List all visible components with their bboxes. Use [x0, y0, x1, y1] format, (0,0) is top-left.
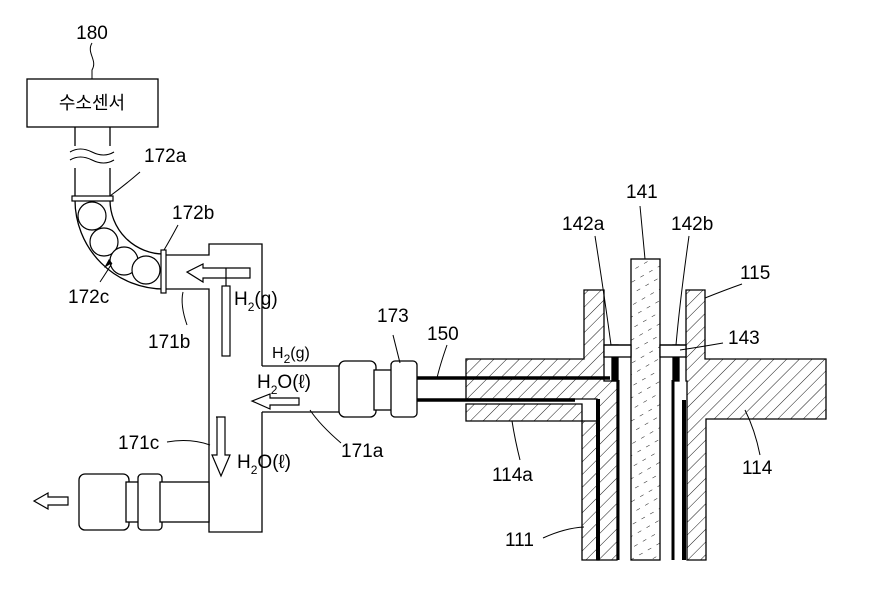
ref-142b: 142b — [671, 214, 713, 235]
ref-172c: 172c — [68, 287, 109, 308]
ref-172a: 172a — [144, 146, 187, 167]
ref-173: 173 — [377, 306, 409, 327]
sensor-tube — [69, 127, 165, 290]
ref-141: 141 — [626, 182, 658, 203]
ref-114a: 114a — [492, 465, 533, 486]
tube-flange-172b — [160, 249, 167, 294]
label-h2-gas-lower: H2(g) — [272, 345, 310, 366]
main-body — [465, 258, 827, 561]
ref-150: 150 — [427, 324, 459, 345]
ref-172b: 172b — [172, 203, 214, 224]
leader-lines — [99, 171, 761, 539]
filter-balls — [77, 201, 161, 285]
flow-arrows — [32, 263, 300, 511]
ref-171b: 171b — [148, 332, 190, 353]
arrowhead-172c — [104, 259, 112, 268]
ref-142a: 142a — [562, 214, 605, 235]
coupling-173 — [338, 360, 418, 418]
ref-114: 114 — [742, 458, 773, 479]
ref-171c: 171c — [118, 433, 159, 454]
label-h2-gas-upper: H2(g) — [234, 289, 278, 314]
ref-171a: 171a — [341, 441, 384, 462]
separator-housing — [166, 243, 339, 533]
ref-180: 180 — [76, 23, 108, 44]
label-h2o-liquid-lower: H2O(ℓ) — [237, 452, 291, 477]
ref-111: 111 — [505, 530, 534, 551]
exit-coupling — [78, 473, 210, 531]
ref-115: 115 — [740, 263, 770, 284]
ref-143: 143 — [728, 328, 760, 349]
label-h2o-liquid-upper: H2O(ℓ) — [257, 372, 311, 397]
hydrogen-sensor: 수소센서 — [26, 78, 159, 128]
sensor-label: 수소센서 — [59, 93, 125, 114]
tube-collar-172a — [71, 195, 114, 202]
